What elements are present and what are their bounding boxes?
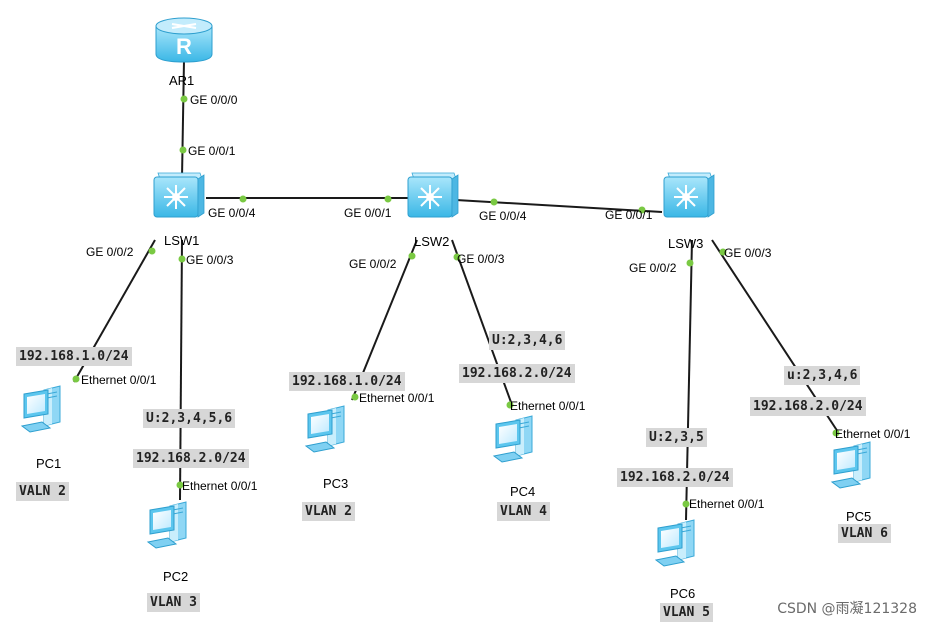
port-label: GE 0/0/2 xyxy=(629,261,677,275)
network-tag: 192.168.1.0/24 xyxy=(289,372,405,391)
port-label: GE 0/0/3 xyxy=(724,246,772,260)
router-label: AR1 xyxy=(169,73,194,88)
pc-icon[interactable] xyxy=(493,415,533,463)
switch-icon[interactable] xyxy=(153,172,205,218)
port-label: GE 0/0/4 xyxy=(479,209,527,223)
port-dots xyxy=(72,95,840,508)
switch-icon[interactable] xyxy=(663,172,715,218)
port-label: GE 0/0/1 xyxy=(344,206,392,220)
pc-label-pc6: PC6 xyxy=(670,586,695,601)
switch-label-lsw1: LSW1 xyxy=(164,233,199,248)
vlan-tag: VLAN 4 xyxy=(497,502,550,521)
port-label: Ethernet 0/0/1 xyxy=(510,399,586,413)
switch-label-lsw2: LSW2 xyxy=(414,234,449,249)
pc-label-pc4: PC4 xyxy=(510,484,535,499)
pc-label-pc2: PC2 xyxy=(163,569,188,584)
pc-icon[interactable] xyxy=(305,405,345,453)
watermark: CSDN @雨凝121328 xyxy=(777,601,917,617)
port-label: GE 0/0/2 xyxy=(86,245,134,259)
port-label: Ethernet 0/0/1 xyxy=(359,391,435,405)
vlan-tag: VLAN 3 xyxy=(147,593,200,612)
network-tag: 192.168.2.0/24 xyxy=(459,364,575,383)
port-label: Ethernet 0/0/1 xyxy=(835,427,911,441)
switch-icon[interactable] xyxy=(407,172,459,218)
pc-icon[interactable] xyxy=(831,441,871,489)
pc-icon[interactable] xyxy=(655,519,695,567)
pc-label-pc5: PC5 xyxy=(846,509,871,524)
port-label: Ethernet 0/0/1 xyxy=(689,497,765,511)
port-label: GE 0/0/1 xyxy=(605,208,653,222)
port-label: GE 0/0/2 xyxy=(349,257,397,271)
port-label: Ethernet 0/0/1 xyxy=(81,373,157,387)
port-label: GE 0/0/4 xyxy=(208,206,256,220)
trunk-tag: u:2,3,4,6 xyxy=(784,366,861,385)
trunk-tag: U:2,3,4,5,6 xyxy=(143,409,236,428)
network-tag: 192.168.2.0/24 xyxy=(750,397,866,416)
port-label: GE 0/0/0 xyxy=(190,93,238,107)
svg-text:R: R xyxy=(176,34,192,59)
pc-icon[interactable] xyxy=(147,501,187,549)
pc-icon[interactable] xyxy=(21,385,61,433)
port-label: Ethernet 0/0/1 xyxy=(182,479,258,493)
vlan-tag: VLAN 2 xyxy=(302,502,355,521)
trunk-tag: U:2,3,5 xyxy=(646,428,707,447)
port-label: GE 0/0/3 xyxy=(186,253,234,267)
router-icon[interactable]: R xyxy=(155,17,213,63)
pc-label-pc1: PC1 xyxy=(36,456,61,471)
vlan-tag: VLAN 5 xyxy=(660,603,713,622)
port-label: GE 0/0/3 xyxy=(457,252,505,266)
network-tag: 192.168.2.0/24 xyxy=(133,449,249,468)
network-tag: 192.168.1.0/24 xyxy=(16,347,132,366)
pc-label-pc3: PC3 xyxy=(323,476,348,491)
link-lsw2-lsw3 xyxy=(455,199,663,213)
trunk-tag: U:2,3,4,6 xyxy=(489,331,566,350)
switch-label-lsw3: LSW3 xyxy=(668,236,703,251)
vlan-tag: VLAN 6 xyxy=(838,524,891,543)
port-label: GE 0/0/1 xyxy=(188,144,236,158)
network-tag: 192.168.2.0/24 xyxy=(617,468,733,487)
vlan-tag: VALN 2 xyxy=(16,482,69,501)
link-ar1-lsw1 xyxy=(181,59,185,179)
